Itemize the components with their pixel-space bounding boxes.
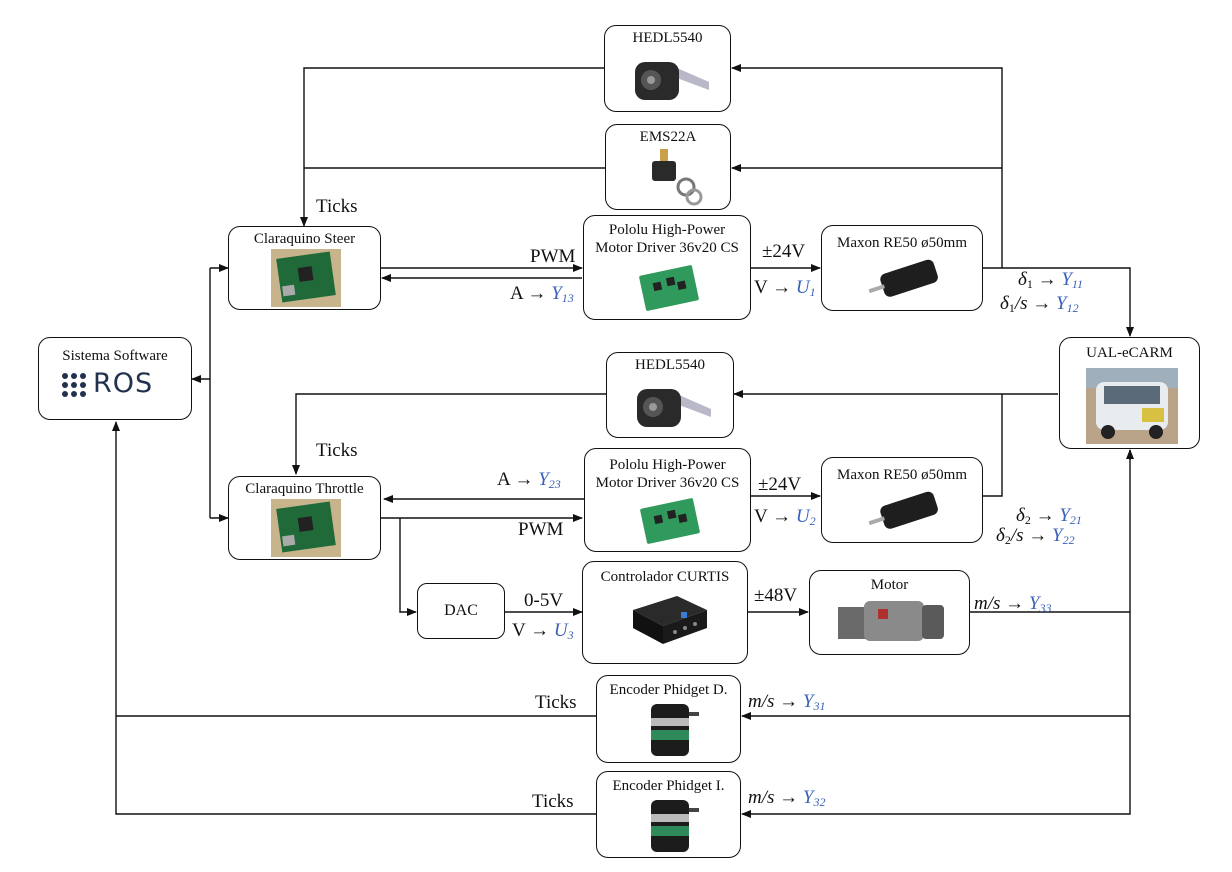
hedl5540-top-title: HEDL5540 <box>632 30 703 46</box>
maxon-motor-bottom-block: Maxon RE50 ø50mm <box>821 457 983 543</box>
vehicle-photo-icon <box>1086 368 1178 444</box>
v-u3-label: V → U3 <box>512 620 574 643</box>
pm24-label-bottom: ±24V <box>758 474 802 495</box>
motor-title: Motor <box>870 577 909 593</box>
pololu-top-title-2: Motor Driver 36v20 CS <box>595 240 739 256</box>
delta1-y11-label: δ1 → Y11 <box>1018 269 1084 292</box>
circuit-board-icon <box>271 249 341 307</box>
claraquino-steer-block: Claraquino Steer <box>228 226 381 310</box>
dc-motor-icon <box>868 259 938 297</box>
ems22a-block: EMS22A <box>605 124 731 210</box>
encoder-phidget-d-title: Encoder Phidget D. <box>609 682 728 698</box>
maxon-top-title: Maxon RE50 ø50mm <box>837 235 967 251</box>
circuit-board-icon <box>271 499 341 557</box>
pololu-bottom-title-2: Motor Driver 36v20 CS <box>595 475 740 491</box>
traction-motor-block: Motor <box>809 570 970 655</box>
pm48-label: ±48V <box>754 585 798 606</box>
hedl5540-top-block: HEDL5540 <box>604 25 731 112</box>
ual-ecarm-title: UAL-eCARM <box>1086 345 1173 361</box>
ticks-label-enc-i: Ticks <box>532 791 574 812</box>
pololu-driver-top-block: Pololu High-Power Motor Driver 36v20 CS <box>583 215 751 320</box>
pololu-bottom-title-1: Pololu High-Power <box>609 457 726 473</box>
a-y13-label: A → Y13 <box>510 283 574 306</box>
v-u1-label: V → U1 <box>754 277 816 300</box>
zero5v-label: 0-5V <box>524 590 564 611</box>
pm24-label-top: ±24V <box>762 241 806 262</box>
rotary-encoder-icon <box>651 704 699 756</box>
ms-y33-label: m/s → Y33 <box>974 593 1052 616</box>
ual-ecarm-block: UAL-eCARM <box>1059 337 1200 449</box>
traction-motor-icon <box>838 601 944 641</box>
delta2-y21-label: δ2 → Y21 <box>1016 505 1082 528</box>
ms-y31-label: m/s → Y31 <box>748 691 826 714</box>
curtis-title: Controlador CURTIS <box>600 569 730 585</box>
controller-icon <box>633 596 707 644</box>
hedl5540-mid-block: HEDL5540 <box>606 352 734 438</box>
potentiometer-icon <box>652 149 703 206</box>
delta2s-y22-label: δ2/s → Y22 <box>996 525 1075 548</box>
dac-title: DAC <box>444 602 478 619</box>
ticks-label-throttle: Ticks <box>316 440 358 461</box>
motor-driver-board-icon <box>639 265 699 311</box>
ros-system-title: Sistema Software <box>62 348 168 364</box>
hedl5540-mid-title: HEDL5540 <box>635 357 705 373</box>
encoder-phidget-i-block: Encoder Phidget I. <box>596 771 741 858</box>
encoder-phidget-i-title: Encoder Phidget I. <box>612 778 725 794</box>
claraquino-steer-title: Claraquino Steer <box>253 231 356 247</box>
a-y23-label: A → Y23 <box>497 469 561 492</box>
maxon-motor-top-block: Maxon RE50 ø50mm <box>821 225 983 311</box>
encoder-hedl-icon <box>635 62 709 100</box>
dac-block: DAC <box>417 583 505 639</box>
curtis-controller-block: Controlador CURTIS <box>582 561 748 664</box>
dc-motor-icon <box>868 491 938 529</box>
ms-y32-label: m/s → Y32 <box>748 787 826 810</box>
encoder-phidget-d-block: Encoder Phidget D. <box>596 675 741 763</box>
ros-logo-text: ROS <box>93 368 154 399</box>
ems22a-title: EMS22A <box>639 129 697 145</box>
pwm-label-steer: PWM <box>530 246 576 267</box>
v-u2-label: V → U2 <box>754 506 816 529</box>
ticks-label-steer: Ticks <box>316 196 358 217</box>
ros-system-block: Sistema Software ROS <box>38 337 192 420</box>
ros-dots-icon <box>62 373 86 397</box>
pwm-label-throttle: PWM <box>518 519 564 540</box>
encoder-hedl-icon <box>637 389 711 427</box>
claraquino-throttle-block: Claraquino Throttle <box>228 476 381 560</box>
motor-driver-board-icon <box>640 498 700 544</box>
claraquino-throttle-title: Claraquino Throttle <box>245 481 364 497</box>
pololu-top-title-1: Pololu High-Power <box>608 222 726 238</box>
delta1s-y12-label: δ1/s → Y12 <box>1000 293 1079 316</box>
pololu-driver-bottom-block: Pololu High-Power Motor Driver 36v20 CS <box>584 448 751 552</box>
rotary-encoder-icon <box>651 800 699 852</box>
ros-logo: ROS <box>61 368 181 402</box>
maxon-bottom-title: Maxon RE50 ø50mm <box>837 467 967 483</box>
ticks-label-enc-d: Ticks <box>535 692 577 713</box>
